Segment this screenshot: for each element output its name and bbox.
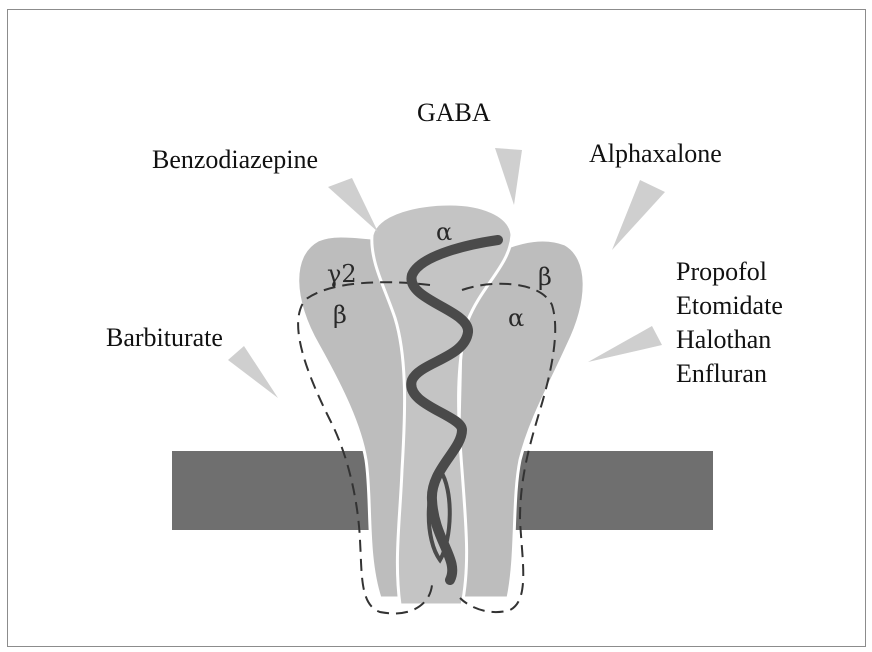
label-gamma2: γ2: [327, 262, 357, 286]
benzodiazepine-pointer: [328, 178, 378, 232]
label-propofol: Propofol: [676, 256, 767, 287]
label-halothan: Halothan: [676, 324, 771, 355]
label-barbiturate: Barbiturate: [106, 322, 223, 353]
label-enfluran: Enfluran: [676, 358, 767, 389]
label-alphaxalone: Alphaxalone: [589, 138, 722, 169]
label-benzodiazepine: Benzodiazepine: [152, 144, 318, 175]
label-alpha-center: α: [436, 220, 452, 244]
label-alpha-right: α: [508, 306, 524, 330]
label-beta-left: β: [333, 303, 347, 327]
label-beta-right: β: [538, 265, 552, 289]
barbiturate-pointer: [228, 346, 278, 398]
propofol-pointer: [588, 326, 662, 362]
label-etomidate: Etomidate: [676, 290, 783, 321]
label-gaba: GABA: [417, 97, 491, 128]
alphaxalone-pointer: [612, 180, 665, 250]
gaba-pointer: [495, 148, 522, 205]
